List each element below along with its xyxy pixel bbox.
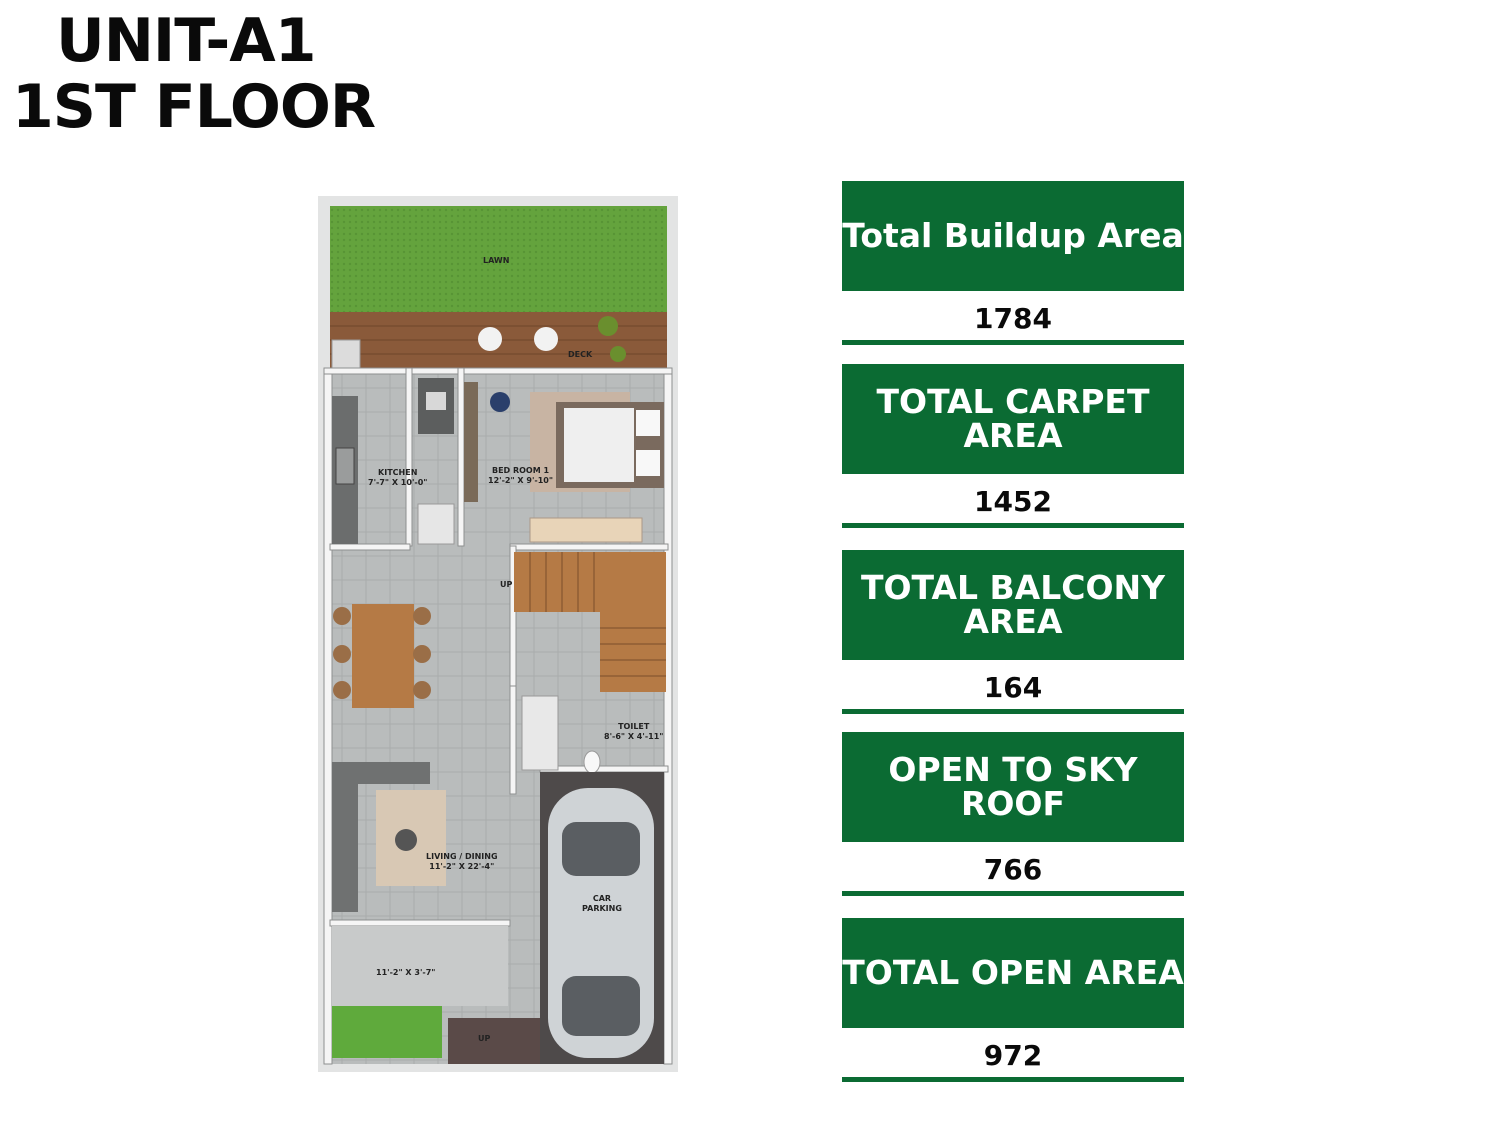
unit-name: UNIT-A1 [56,6,316,76]
divider [842,1077,1184,1082]
label-car-parking: CAR PARKING [582,894,622,913]
area-card-balcony: TOTAL BALCONY AREA 164 [842,550,1184,714]
divider [842,709,1184,714]
study-table [529,517,643,543]
label-living: LIVING / DINING 11'-2" X 22'-4" [426,852,498,871]
plant-icon [598,316,618,336]
area-value: 164 [983,671,1043,704]
area-title: TOTAL BALCONY AREA [842,550,1184,660]
divider [842,891,1184,896]
fridge-icon [417,503,455,545]
area-card-open-sky: OPEN TO SKY ROOF 766 [842,732,1184,896]
area-title: TOTAL CARPET AREA [842,364,1184,474]
area-value: 1452 [974,485,1052,518]
divider [842,523,1184,528]
area-value: 972 [983,1039,1043,1072]
label-kitchen: KITCHEN 7'-7" X 10'-0" [368,468,428,487]
label-entry-up: UP [478,1034,491,1043]
area-card-buildup: Total Buildup Area 1784 [842,181,1184,345]
floor-plan-drawing [318,196,678,1072]
area-title: Total Buildup Area [842,181,1184,291]
stove-icon [335,447,355,485]
coffee-table [395,829,417,851]
entry-steps [448,1018,540,1064]
divider [842,340,1184,345]
walls [323,367,673,1065]
sink-icon [426,392,446,410]
label-bedroom: BED ROOM 1 12'-2" X 9'-10" [488,466,554,485]
label-deck: DECK [568,350,593,359]
label-toilet: TOILET 8'-6" X 4'-11" [604,722,664,741]
label-lawn: LAWN [483,256,510,265]
floor-name: 1ST FLOOR [12,72,376,142]
area-card-carpet: TOTAL CARPET AREA 1452 [842,364,1184,528]
plant-icon [610,346,626,362]
area-title: OPEN TO SKY ROOF [842,732,1184,842]
porch [332,926,508,1006]
area-value: 1784 [974,302,1052,335]
area-value: 766 [983,853,1043,886]
deck-chair [534,327,558,351]
chair-icon [490,392,510,412]
area-card-open: TOTAL OPEN AREA 972 [842,918,1184,1082]
page-title: UNIT-A1 1ST FLOOR [12,6,376,142]
deck-chair [478,327,502,351]
floor-plan: LAWN DECK KITCHEN 7'-7" X 10'-0" BED ROO… [318,196,678,1072]
wash-basin [521,695,559,771]
dining-table [352,604,414,708]
area-title: TOTAL OPEN AREA [842,918,1184,1028]
front-lawn [332,1006,442,1058]
wardrobe [464,382,478,502]
label-stair-up: UP [500,580,513,589]
toilet-icon [583,750,601,774]
label-porch: 11'-2" X 3'-7" [376,968,436,977]
